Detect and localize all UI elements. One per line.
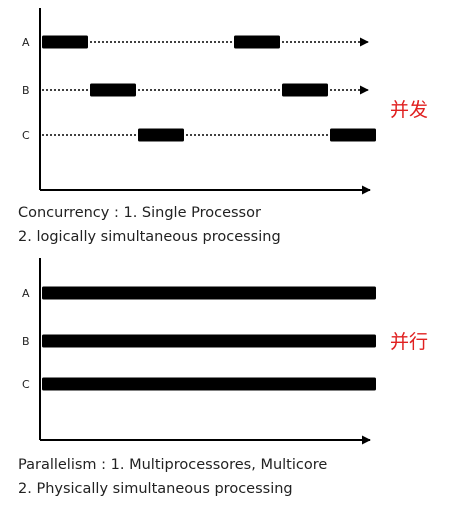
parallelism-task-bar-a-1 [42,286,376,300]
concurrency-caption-line2: 2. logically simultaneous processing [18,229,281,245]
concurrency-task-bar-c-2 [330,128,376,142]
concurrency-panel: A B C [22,8,376,195]
parallelism-rows: A B C [22,286,376,391]
parallelism-row-label-c: C [22,378,30,391]
parallelism-panel: A B C [22,258,376,445]
concurrency-task-bar-b-1 [90,83,136,97]
parallelism-row-label-b: B [22,335,30,348]
parallelism-task-bar-b-1 [42,334,376,348]
concurrency-task-bar-a-1 [42,35,88,49]
parallelism-caption-line2: 2. Physically simultaneous processing [18,481,293,497]
concurrency-caption-line1: Concurrency : 1. Single Processor [18,205,261,221]
concurrency-task-bar-c-1 [138,128,184,142]
parallelism-caption-line1: Parallelism : 1. Multiprocessores, Multi… [18,457,328,473]
parallelism-task-bar-c-1 [42,377,376,391]
parallelism-chinese-label: 并行 [390,331,429,353]
concurrency-rows: A B C [22,35,376,142]
parallelism-row-label-a: A [22,287,30,300]
concurrency-row-label-a: A [22,36,30,49]
concurrency-task-bar-a-2 [234,35,280,49]
concurrency-row-label-b: B [22,84,30,97]
concurrency-row-label-c: C [22,129,30,142]
concurrency-chinese-label: 并发 [390,99,429,121]
concurrency-task-bar-b-2 [282,83,328,97]
